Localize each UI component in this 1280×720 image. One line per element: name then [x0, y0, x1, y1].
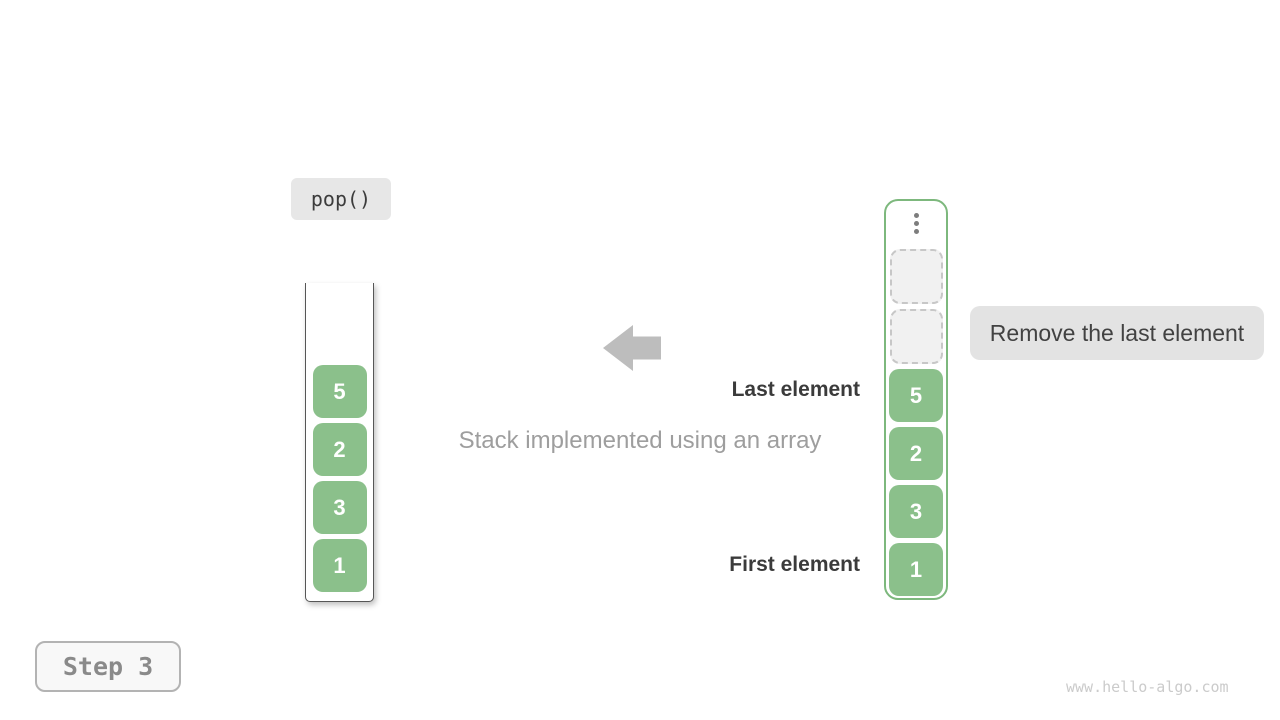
stack-cell: 1: [312, 539, 367, 592]
first-element-label: First element: [729, 553, 860, 576]
vertical-ellipsis-icon: [913, 211, 919, 235]
array-cell: 1: [889, 543, 943, 596]
stack-cell: 2: [312, 423, 367, 476]
array-cell: 3: [889, 485, 943, 538]
empty-slot: [889, 249, 943, 304]
last-element-label: Last element: [731, 378, 860, 401]
array-cell: 2: [889, 427, 943, 480]
diagram-caption: Stack implemented using an array: [458, 427, 822, 454]
remove-note-text: Remove the last element: [989, 319, 1245, 346]
stack-cell: 5: [312, 365, 367, 418]
watermark-text: www.hello-algo.com: [1066, 678, 1229, 696]
pop-operation-label: pop(): [291, 178, 391, 220]
stack-cell: 3: [312, 481, 367, 534]
arrow-left-icon: [603, 325, 661, 371]
empty-slot: [889, 309, 943, 364]
array-cell: 5: [889, 369, 943, 422]
step-indicator-text: Step 3: [62, 652, 154, 681]
step-indicator: Step 3: [35, 641, 181, 692]
remove-note-label: Remove the last element: [970, 306, 1264, 360]
pop-operation-text: pop(): [310, 187, 372, 211]
